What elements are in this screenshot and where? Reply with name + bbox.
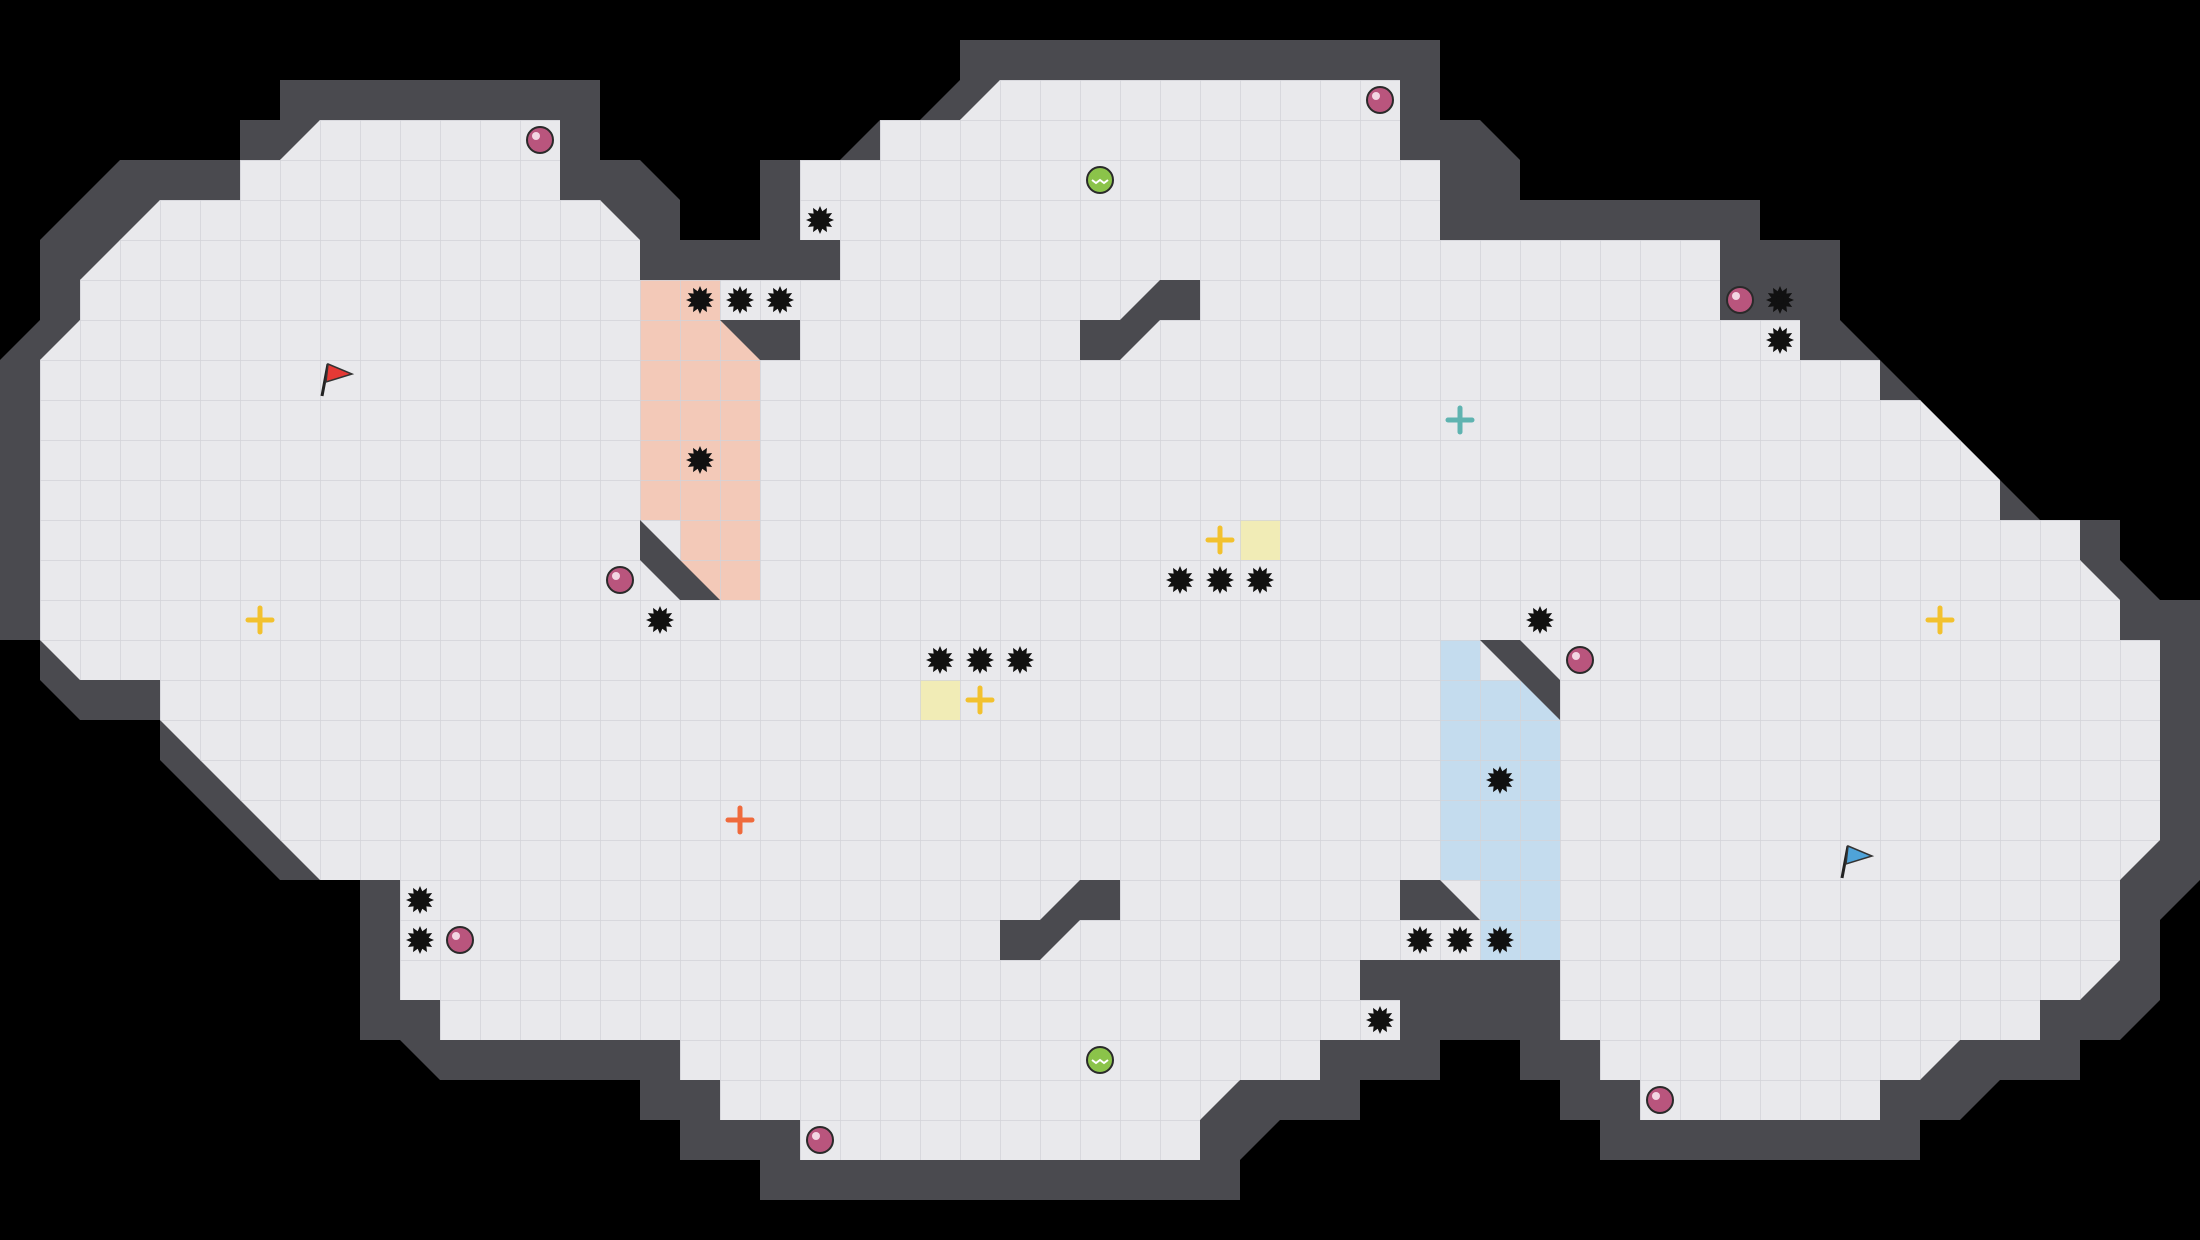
wall-ramp: [1480, 640, 1560, 720]
yellow-cross-icon: [1925, 605, 1955, 635]
pink-orb-icon: [1726, 286, 1754, 314]
wall-ramp: [1000, 880, 1120, 960]
wall-ramp: [1080, 280, 1200, 360]
wall-block: [1360, 960, 1560, 1000]
teal-cross-icon: [1445, 405, 1475, 435]
wall-ramp: [720, 320, 800, 360]
spike-mine-icon: [646, 606, 674, 634]
wall-ramp: [1400, 880, 1480, 920]
spike-mine-icon: [806, 206, 834, 234]
pink-orb-icon: [526, 126, 554, 154]
spike-mine-icon: [1486, 926, 1514, 954]
pink-orb-icon: [446, 926, 474, 954]
spike-mine-icon: [966, 646, 994, 674]
green-orb-icon: [1086, 166, 1114, 194]
spike-mine-icon: [1526, 606, 1554, 634]
pink-orb-icon: [606, 566, 634, 594]
spike-mine-icon: [1486, 766, 1514, 794]
spike-mine-icon: [1006, 646, 1034, 674]
pink-orb-icon: [1366, 86, 1394, 114]
spike-mine-icon: [1246, 566, 1274, 594]
spike-mine-icon: [1206, 566, 1234, 594]
spike-mine-icon: [1166, 566, 1194, 594]
yellow-cross-icon: [245, 605, 275, 635]
spike-mine-icon: [766, 286, 794, 314]
spike-mine-icon: [1766, 286, 1794, 314]
spike-mine-icon: [686, 446, 714, 474]
pink-orb-icon: [806, 1126, 834, 1154]
pink-orb-icon: [1566, 646, 1594, 674]
spike-mine-icon: [1766, 326, 1794, 354]
pink-orb-icon: [1646, 1086, 1674, 1114]
wall-ramp: [640, 520, 720, 600]
spike-mine-icon: [926, 646, 954, 674]
spike-mine-icon: [406, 886, 434, 914]
spike-mine-icon: [1446, 926, 1474, 954]
yellow-cross-icon: [1205, 525, 1235, 555]
spike-mine-icon: [1406, 926, 1434, 954]
red-flag-icon: [320, 362, 355, 397]
spike-mine-icon: [686, 286, 714, 314]
spike-mine-icon: [406, 926, 434, 954]
spike-mine-icon: [1366, 1006, 1394, 1034]
green-orb-icon: [1086, 1046, 1114, 1074]
orange-cross-icon: [725, 805, 755, 835]
yellow-cross-icon: [965, 685, 995, 715]
blue-flag-icon: [1840, 844, 1875, 879]
spike-mine-icon: [726, 286, 754, 314]
